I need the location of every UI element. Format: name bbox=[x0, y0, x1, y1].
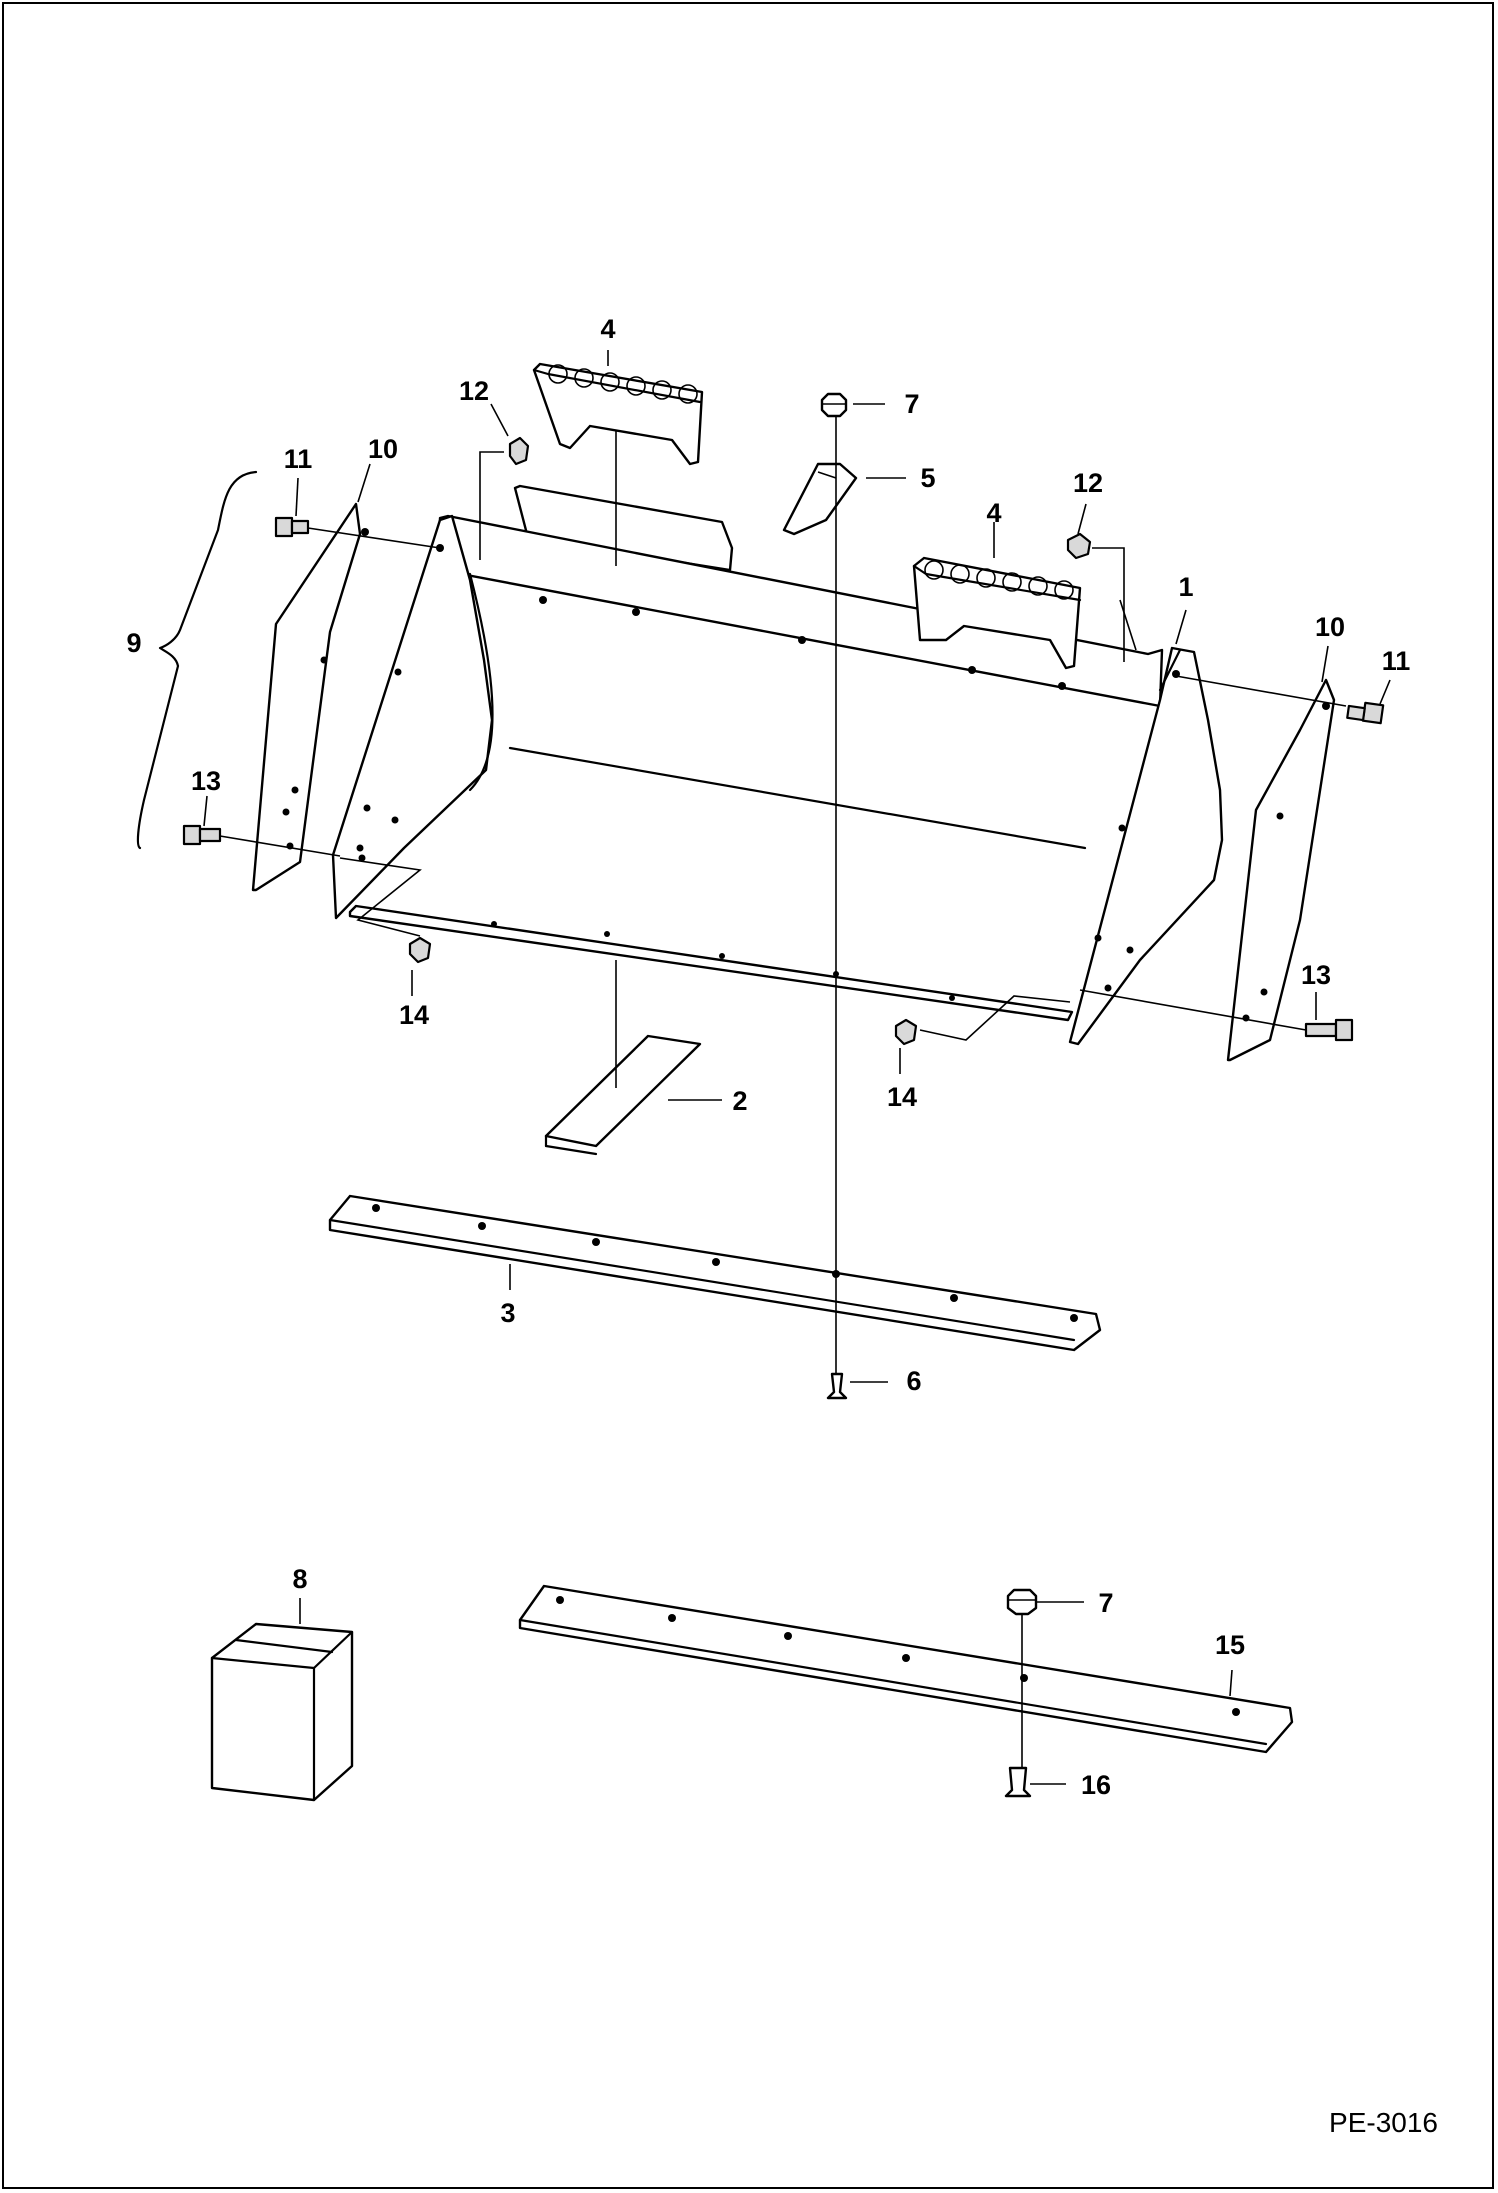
nut-12-right bbox=[1066, 532, 1092, 560]
side-plate-right bbox=[1226, 678, 1336, 1062]
callout-4b: 4 bbox=[986, 498, 1001, 528]
nut-7-bottom bbox=[1006, 1588, 1038, 1616]
cutting-edge bbox=[328, 1194, 1102, 1352]
bolt-13-right bbox=[1304, 1018, 1354, 1042]
bucket-tooth bbox=[782, 462, 858, 536]
leader-lines bbox=[203, 350, 1391, 1785]
callout-5: 5 bbox=[920, 463, 935, 493]
tooth-bar-left bbox=[532, 362, 704, 466]
nut-7-top bbox=[820, 392, 848, 418]
nut-14-left bbox=[408, 936, 432, 964]
callout-1: 1 bbox=[1178, 572, 1193, 602]
hardware-box bbox=[210, 1622, 354, 1802]
side-plate-left bbox=[251, 502, 369, 892]
callout-9: 9 bbox=[126, 628, 141, 658]
bolt-11-right bbox=[1346, 701, 1385, 725]
figure-reference: PE-3016 bbox=[1329, 2107, 1438, 2138]
plow-bolt-16 bbox=[1004, 1766, 1032, 1798]
wear-pad bbox=[544, 1034, 702, 1156]
callout-13a: 13 bbox=[191, 766, 221, 796]
callout-6: 6 bbox=[906, 1366, 921, 1396]
callout-8: 8 bbox=[292, 1564, 307, 1594]
callout-10b: 10 bbox=[1315, 612, 1345, 642]
bolt-11-left bbox=[274, 516, 310, 538]
callout-16: 16 bbox=[1081, 1770, 1111, 1800]
callout-3: 3 bbox=[500, 1298, 515, 1328]
callout-labels: 1 2 3 4 4 5 6 7 7 8 9 10 10 11 11 12 12 … bbox=[126, 314, 1410, 1800]
nut-12-left bbox=[508, 436, 530, 466]
callout-14a: 14 bbox=[399, 1000, 429, 1030]
callout-2: 2 bbox=[732, 1086, 747, 1116]
bucket-assembly bbox=[331, 484, 1224, 1046]
bolt-on-edge bbox=[518, 1584, 1294, 1754]
group-brace bbox=[136, 470, 258, 850]
callout-11a: 11 bbox=[284, 444, 313, 474]
callout-7b: 7 bbox=[1098, 1588, 1113, 1618]
bolt-13-left bbox=[182, 824, 222, 846]
callout-10a: 10 bbox=[368, 434, 398, 464]
callout-11b: 11 bbox=[1382, 646, 1411, 676]
callout-12a: 12 bbox=[459, 376, 489, 406]
callout-4a: 4 bbox=[600, 314, 615, 344]
callout-13b: 13 bbox=[1301, 960, 1331, 990]
callout-12b: 12 bbox=[1073, 468, 1103, 498]
plow-bolt-6 bbox=[826, 1372, 848, 1400]
tooth-bar-right bbox=[912, 556, 1082, 670]
callout-7a: 7 bbox=[904, 389, 919, 419]
callout-15: 15 bbox=[1215, 1630, 1245, 1660]
callout-14b: 14 bbox=[887, 1082, 917, 1112]
nut-14-right bbox=[894, 1018, 918, 1046]
assembly-lines bbox=[219, 416, 1347, 1768]
